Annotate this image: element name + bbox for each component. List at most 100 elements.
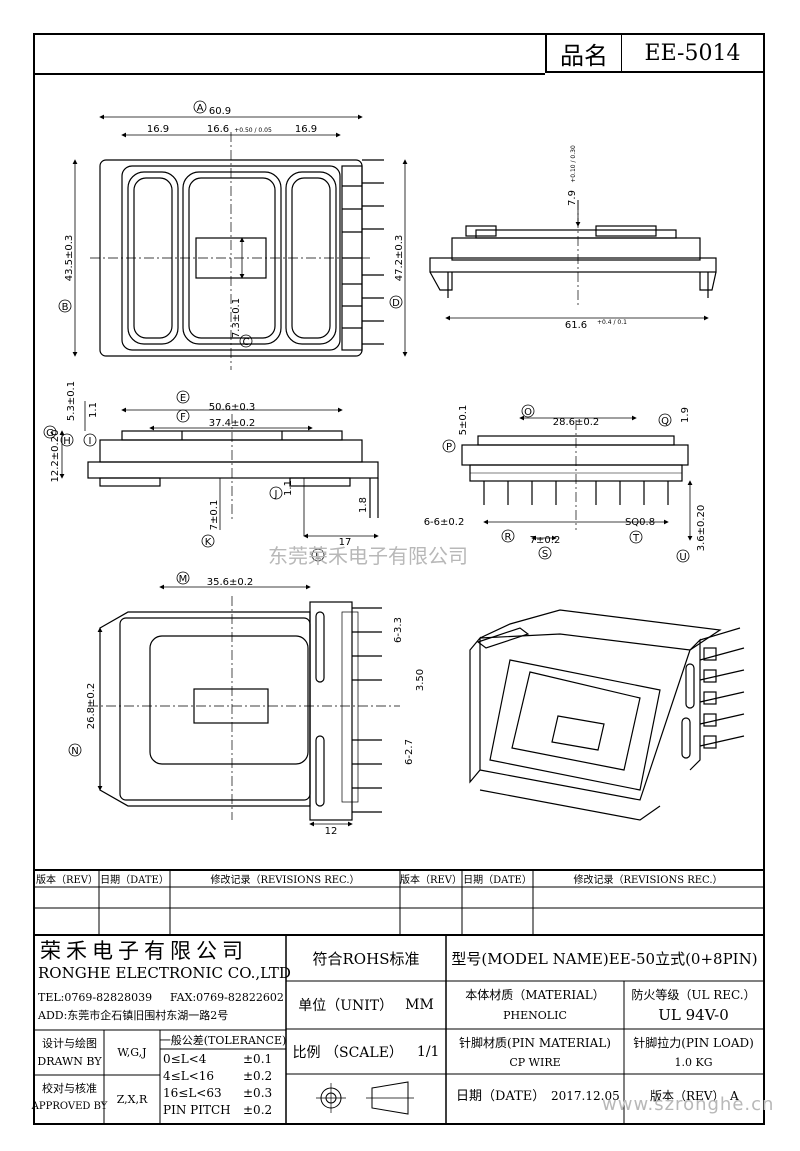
tolerance-title: 一般公差(TOLERANCE) [159,1034,287,1047]
dim-n: 26.8±0.2 [86,683,97,730]
svg-text:K: K [205,537,212,548]
company-fax: FAX:0769-82822602 [170,991,284,1004]
dim-l2: 17 [339,537,352,548]
pin-load-value: 1.0 KG [674,1055,713,1069]
scale-label: 比例 （SCALE） [292,1044,403,1061]
tolerance-value-1: ±0.1 [243,1052,273,1066]
svg-text:S: S [542,549,548,560]
dim-marker-q: Q [658,413,672,427]
dim-e: 50.6±0.3 [209,402,256,413]
dim-j: 1.1 [283,480,294,496]
bottom-view [88,584,400,827]
dim-r2: 3.50 [415,669,426,691]
company-name-en: RONGHE ELECTRONIC CO.,LTD [38,964,291,982]
dim-r3: 6-2.7 [404,739,415,765]
fire-rating-label: 防火等级（UL REC.） [631,987,756,1002]
dim-sq: SQ0.8 [625,517,655,528]
svg-text:C: C [243,337,250,348]
rev-col-date-1: 日期（DATE） [100,875,169,886]
check-label: 校对与核准 [42,1082,97,1095]
approved-by-label: APPROVED BY [31,1100,108,1112]
rohs-compliance: 符合ROHS标准 [312,949,420,968]
dim-r1: 6-3.3 [393,617,404,643]
pin-load-label: 针脚拉力(PIN LOAD) [633,1035,754,1050]
svg-text:D: D [392,298,400,309]
technical-drawing: A B C D E F G H I J K L M N O P Q R S T … [43,100,745,837]
product-model: EE-5014 [621,35,763,73]
dim-a: 60.9 [209,106,231,117]
isometric-view [469,609,745,821]
dim-marker-o: O [521,404,535,418]
material-value: PHENOLIC [503,1008,567,1022]
svg-text:G: G [46,428,54,439]
dim-marker-e: E [176,390,190,404]
dim-g: 5.3±0.1 [66,381,77,421]
pin-material-label: 针脚材质(PIN MATERIAL) [459,1035,611,1050]
fire-rating-value: UL 94V-0 [658,1006,729,1024]
dim-marker-p: P [442,439,456,453]
dim-marker-a: A [193,100,207,114]
watermark-url: www.szronghe.cn [602,1094,775,1115]
svg-text:Q: Q [661,416,669,427]
company-name-cn: 荣禾电子有限公司 [40,939,248,963]
svg-text:P: P [446,442,452,453]
date-value: 2017.12.05 [551,1089,620,1103]
front-view [59,401,379,539]
svg-text:I: I [89,436,92,447]
drawn-by-label: DRAWN BY [37,1054,102,1068]
dim-b: 43.5±0.3 [64,235,75,282]
dim-marker-u: U [676,549,690,563]
top-view [72,114,408,370]
dim-side-h-tol: +0.10 / 0.30 [570,145,577,183]
dim-s: 7±0.2 [530,535,561,546]
approved-by-value: Z,X,R [116,1092,148,1106]
design-label: 设计与绘图 [42,1037,97,1050]
svg-text:O: O [524,407,532,418]
tolerance-value-4: ±0.2 [243,1103,273,1117]
dim-l: 1.8 [358,497,369,513]
svg-text:L: L [315,551,321,562]
dim-m: 35.6±0.2 [207,577,254,588]
svg-text:B: B [62,302,69,313]
dim-a1: 16.9 [147,124,169,135]
tolerance-range-3: 16≤L<63 [163,1086,222,1100]
dim-marker-c: C [239,334,253,348]
svg-text:H: H [63,436,71,447]
svg-text:F: F [180,412,186,423]
dim-marker-b: B [58,299,72,313]
dim-marker-l: L [311,548,325,562]
dim-a2-tol: +0.50 / 0.05 [234,127,272,134]
end-view [461,415,693,541]
svg-text:U: U [679,552,686,563]
dim-marker-i: I [83,433,97,447]
material-label: 本体材质（MATERIAL） [465,987,605,1002]
svg-text:M: M [179,574,188,585]
dim-a2: 16.6 [207,124,229,135]
svg-text:J: J [274,489,278,500]
dim-a3: 16.9 [295,124,317,135]
svg-text:R: R [505,532,512,543]
dim-marker-f: F [176,409,190,423]
pin-material-value: CP WIRE [509,1055,561,1069]
model-label: 型号(MODEL NAME) [451,949,609,968]
dim-c: 7.3±0.1 [231,298,242,338]
watermark-company: 东莞荣禾电子有限公司 [268,544,468,568]
company-address: ADD:东莞市企石镇旧围村东湖一路2号 [38,1009,229,1022]
dim-pin-pitch: 6-6±0.2 [424,517,465,528]
dim-side-w-tol: +0.4 / 0.1 [597,319,627,326]
side-view [429,200,717,321]
tolerance-range-2: 4≤L<16 [163,1069,214,1083]
dim-o: 28.6±0.2 [553,417,600,428]
dim-h2: 12.2±0.20 [50,430,61,483]
svg-text:E: E [180,393,186,404]
dim-f: 37.4±0.2 [209,418,256,429]
version-label: 版本（REV） [650,1089,725,1103]
dim-marker-d: D [389,295,403,309]
model-value: EE-50立式(0+8PIN) [608,949,758,968]
dim-marker-s: S [538,546,552,560]
unit-value: MM [405,997,434,1013]
dim-marker-m: M [176,571,190,585]
dim-side-w: 61.6 [565,320,587,331]
dim-marker-h: H [60,433,74,447]
